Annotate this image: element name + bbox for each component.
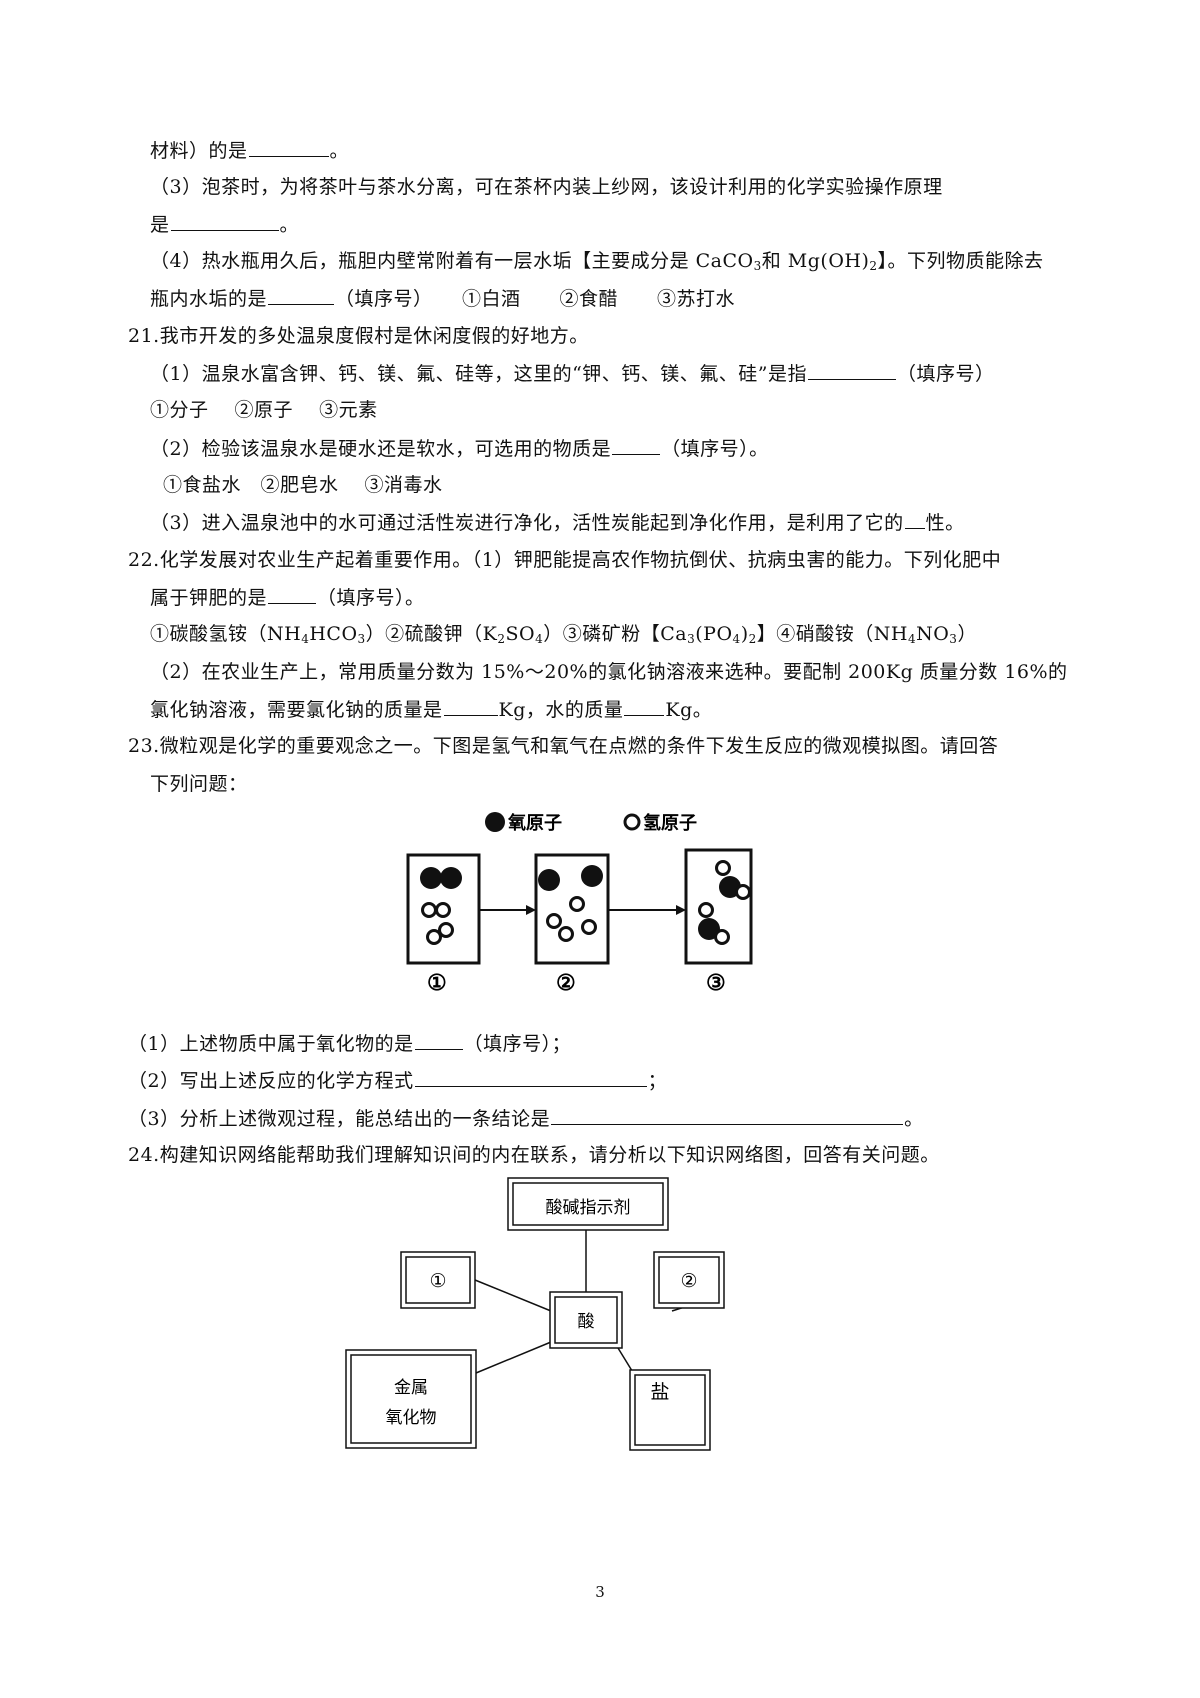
answer-blank[interactable] [551, 1106, 904, 1125]
q23-stem-line1: 23.微粒观是化学的重要观念之一。下图是氢气和氧气在点燃的条件下发生反应的微观模… [128, 735, 999, 757]
hydrogen-atom [438, 922, 454, 938]
box-acid-inner [554, 1296, 618, 1344]
box-2-label: ② [680, 1270, 697, 1292]
box-metal-oxide-label-2: 氧化物 [386, 1408, 437, 1428]
q20-3-line2: 是。 [150, 212, 300, 236]
q23-3-line: （3）分析上述微观过程，能总结出的一条结论是。 [128, 1106, 924, 1130]
oxygen-atom [538, 869, 560, 891]
answer-blank[interactable] [414, 1068, 647, 1087]
q23-2-line: （2）写出上述反应的化学方程式； [128, 1068, 668, 1092]
answer-blank[interactable] [248, 138, 329, 157]
answer-blank[interactable] [268, 286, 335, 305]
legend-oxygen-label: 氧原子 [507, 812, 562, 834]
q22-1-options: ①碳酸氢铵（NH4HCO3）②硫酸钾（K2SO4）③磷矿粉【Ca3(PO4)2】… [150, 623, 977, 646]
q23-1-line: （1）上述物质中属于氧化物的是（填序号）； [128, 1031, 572, 1055]
hydrogen-atom [546, 913, 562, 929]
hydrogen-atom [421, 902, 437, 918]
q22-2-line1: （2）在农业生产上，常用质量分数为 15%～20%的氯化钠溶液来选种。要配制 2… [150, 661, 1068, 683]
hydrogen-atom [735, 884, 751, 900]
micro-reaction-diagram: 氧原子 氢原子 ① ② ③ [406, 812, 753, 996]
oxygen-atom-legend-icon [485, 812, 505, 832]
hydrogen-atom [435, 902, 451, 918]
box-2-label: ② [556, 970, 576, 996]
box-indicator-inner [512, 1182, 664, 1226]
answer-blank[interactable] [170, 212, 279, 231]
q20-4-line2: 瓶内水垢的是（填序号） ①白酒 ②食醋 ③苏打水 [150, 286, 736, 310]
box-3-label: ③ [706, 970, 726, 996]
hydrogen-atom [569, 896, 585, 912]
answer-blank[interactable] [443, 697, 498, 716]
box-metal-oxide-outer [345, 1349, 477, 1449]
answer-blank[interactable] [904, 510, 925, 529]
answer-blank[interactable] [612, 436, 661, 455]
legend-hydrogen-label: 氢原子 [643, 812, 697, 834]
q20-2-tail: 材料）的是。 [150, 138, 350, 162]
hydrogen-atom [426, 929, 442, 945]
box-3 [684, 848, 753, 965]
link-bottom-left [475, 1341, 552, 1374]
box-metal-oxide-label-1: 金属 [394, 1378, 428, 1398]
hydrogen-atom-legend-icon [623, 813, 641, 831]
hydrogen-atom [558, 926, 574, 942]
q22-stem: 22.化学发展对农业生产起着重要作用。（1）钾肥能提高农作物抗倒伏、抗病虫害的能… [128, 549, 1002, 571]
box-indicator-label: 酸碱指示剂 [546, 1198, 631, 1218]
box-1-label: ① [427, 970, 447, 996]
answer-blank[interactable] [624, 697, 665, 716]
oxygen-atom [440, 867, 462, 889]
hydrogen-atom [714, 929, 730, 945]
arrow-2-head-icon [676, 905, 686, 915]
box-salt-label: 盐 [650, 1381, 669, 1403]
box-indicator-outer [507, 1177, 669, 1231]
answer-blank[interactable] [808, 361, 897, 380]
box-metal-oxide-inner [350, 1354, 472, 1444]
hydrogen-atom [715, 860, 731, 876]
box-salt-outer [629, 1369, 711, 1451]
q20-3-line1: （3）泡茶时，为将茶叶与茶水分离，可在茶杯内装上纱网，该设计利用的化学实验操作原… [150, 176, 943, 198]
box-acid-outer [549, 1291, 623, 1349]
box-2-inner [658, 1256, 720, 1304]
hydrogen-atom [581, 919, 597, 935]
box-2-outer [653, 1251, 725, 1309]
q21-3-line: （3）进入温泉池中的水可通过活性炭进行净化，活性炭能起到净化作用，是利用了它的性… [150, 510, 965, 534]
box-1-outer [400, 1251, 476, 1309]
q21-2-options: ①食盐水 ②肥皂水 ③消毒水 [163, 474, 443, 496]
box-acid-label: 酸 [578, 1312, 595, 1332]
knowledge-network-diagram: 酸碱指示剂 ① ② 酸 金属 氧化物 盐 [345, 1177, 725, 1451]
answer-blank[interactable] [414, 1031, 463, 1050]
q24-stem: 24.构建知识网络能帮助我们理解知识间的内在联系，请分析以下知识网络图，回答有关… [128, 1144, 940, 1166]
q21-1-line1: （1）温泉水富含钾、钙、镁、氟、硅等，这里的“钾、钙、镁、氟、硅”是指（填序号） [150, 361, 995, 385]
box-1-inner [405, 1256, 471, 1304]
q20-4-line1: （4）热水瓶用久后，瓶胆内壁常附着有一层水垢【主要成分是 CaCO3和 Mg(O… [150, 250, 1044, 273]
q21-1-options: ①分子 ②原子 ③元素 [150, 399, 378, 421]
page-number: 3 [595, 1583, 605, 1601]
box-salt-inner [634, 1374, 706, 1446]
q22-1-line2: 属于钾肥的是（填序号）。 [150, 585, 425, 609]
q21-stem: 21.我市开发的多处温泉度假村是休闲度假的好地方。 [128, 325, 589, 347]
hydrogen-atom [698, 902, 714, 918]
q21-2-line1: （2）检验该温泉水是硬水还是软水，可选用的物质是（填序号）。 [150, 436, 769, 460]
oxygen-atom [420, 867, 442, 889]
link-left [474, 1279, 552, 1312]
oxygen-atom [581, 865, 603, 887]
box-1-label: ① [429, 1270, 446, 1292]
q23-stem-line2: 下列问题： [150, 773, 248, 795]
answer-blank[interactable] [268, 585, 317, 604]
arrow-1-head-icon [526, 905, 536, 915]
